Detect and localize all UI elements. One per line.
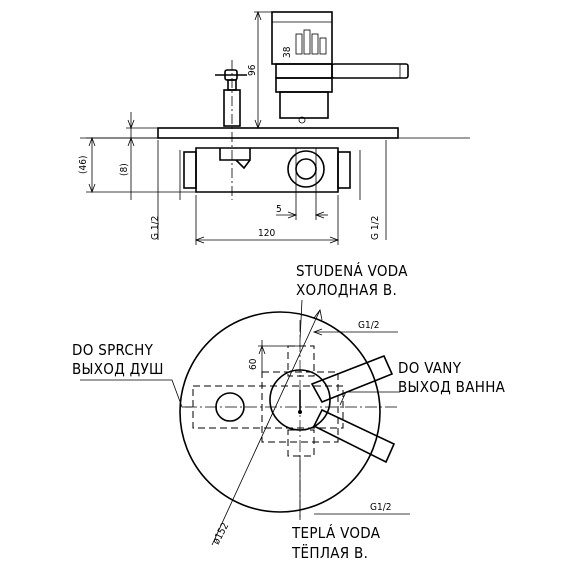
dim-8-label: (8)	[119, 163, 130, 176]
handle-lever	[331, 63, 409, 79]
dim-46-label: (46)	[78, 156, 89, 174]
bath-cz-label: DO VANY	[398, 359, 462, 377]
side-view: 38 96	[78, 10, 470, 245]
dim-96-label: 96	[247, 64, 258, 76]
plan-view: 60 G1/2 G1/2 ø152 STUDENÁ VODA ХОЛОДНАЯ …	[72, 261, 506, 562]
warm-water-cz-label: TEPLÁ VODA	[291, 523, 381, 542]
thread-right-label: G 1/2	[370, 216, 381, 240]
set-screw	[298, 116, 306, 124]
outlet-circle-outer	[287, 150, 325, 188]
handle-collar	[275, 63, 333, 79]
cold-water-cz-label: STUDENÁ VODA	[296, 261, 408, 280]
lever-arm-lower	[312, 408, 396, 464]
diameter-label: ø152	[211, 521, 231, 546]
dim-120-label: 120	[258, 228, 275, 239]
thread-bottom-label: G1/2	[370, 502, 391, 513]
diameter-leader	[211, 309, 321, 546]
thread-top-label: G1/2	[358, 320, 379, 331]
lever-arm-upper	[310, 354, 394, 404]
thread-left-label: G 1/2	[150, 216, 161, 240]
dim-60-label: 60	[248, 358, 259, 370]
diverter-knob	[215, 60, 247, 200]
bath-ru-label: ВЫХОД ВАННА	[398, 378, 506, 396]
shower-cz-label: DO SPRCHY	[72, 341, 154, 359]
outlet-circle-inner	[295, 158, 317, 180]
scale-mark-label: 38	[282, 46, 293, 58]
cover-plate-circle	[179, 311, 381, 513]
cover-plate	[157, 127, 399, 139]
temperature-scale	[295, 29, 327, 55]
valve-body	[183, 147, 351, 220]
warm-water-ru-label: ТЁПЛАЯ В.	[291, 543, 368, 562]
dim-5-label: 5	[276, 204, 282, 215]
cold-water-ru-label: ХОЛОДНАЯ В.	[296, 281, 397, 299]
shower-ru-label: ВЫХОД ДУШ	[72, 360, 164, 378]
